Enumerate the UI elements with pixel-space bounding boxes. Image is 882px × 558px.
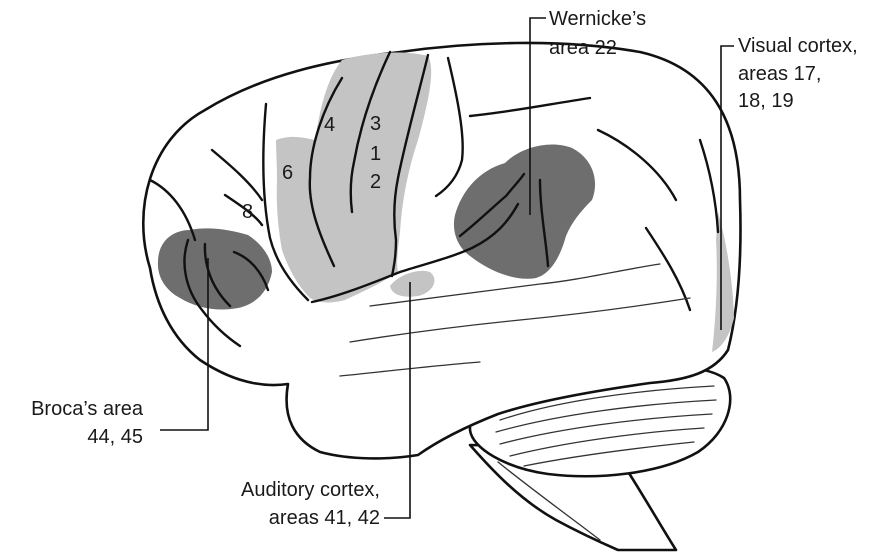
auditory-label-line1: Auditory cortex,: [241, 479, 380, 501]
visual-label-line1: Visual cortex,: [738, 35, 858, 57]
area-number-3: 3: [370, 113, 381, 135]
visual-label-line2: areas 17,: [738, 63, 821, 85]
area-number-1: 1: [370, 143, 381, 165]
area-number-2: 2: [370, 171, 381, 193]
area-number-4: 4: [324, 114, 335, 136]
auditory-label-line2: areas 41, 42: [269, 507, 380, 529]
area-number-8: 8: [242, 201, 253, 223]
wernicke-label-line1: Wernicke’s: [549, 8, 646, 30]
broca-label-line2: 44, 45: [87, 426, 143, 448]
visual-label-line3: 18, 19: [738, 90, 794, 112]
wernicke-label-line2: area 22: [549, 37, 617, 59]
area-number-6: 6: [282, 162, 293, 184]
broca-label-line1: Broca’s area: [31, 398, 144, 420]
